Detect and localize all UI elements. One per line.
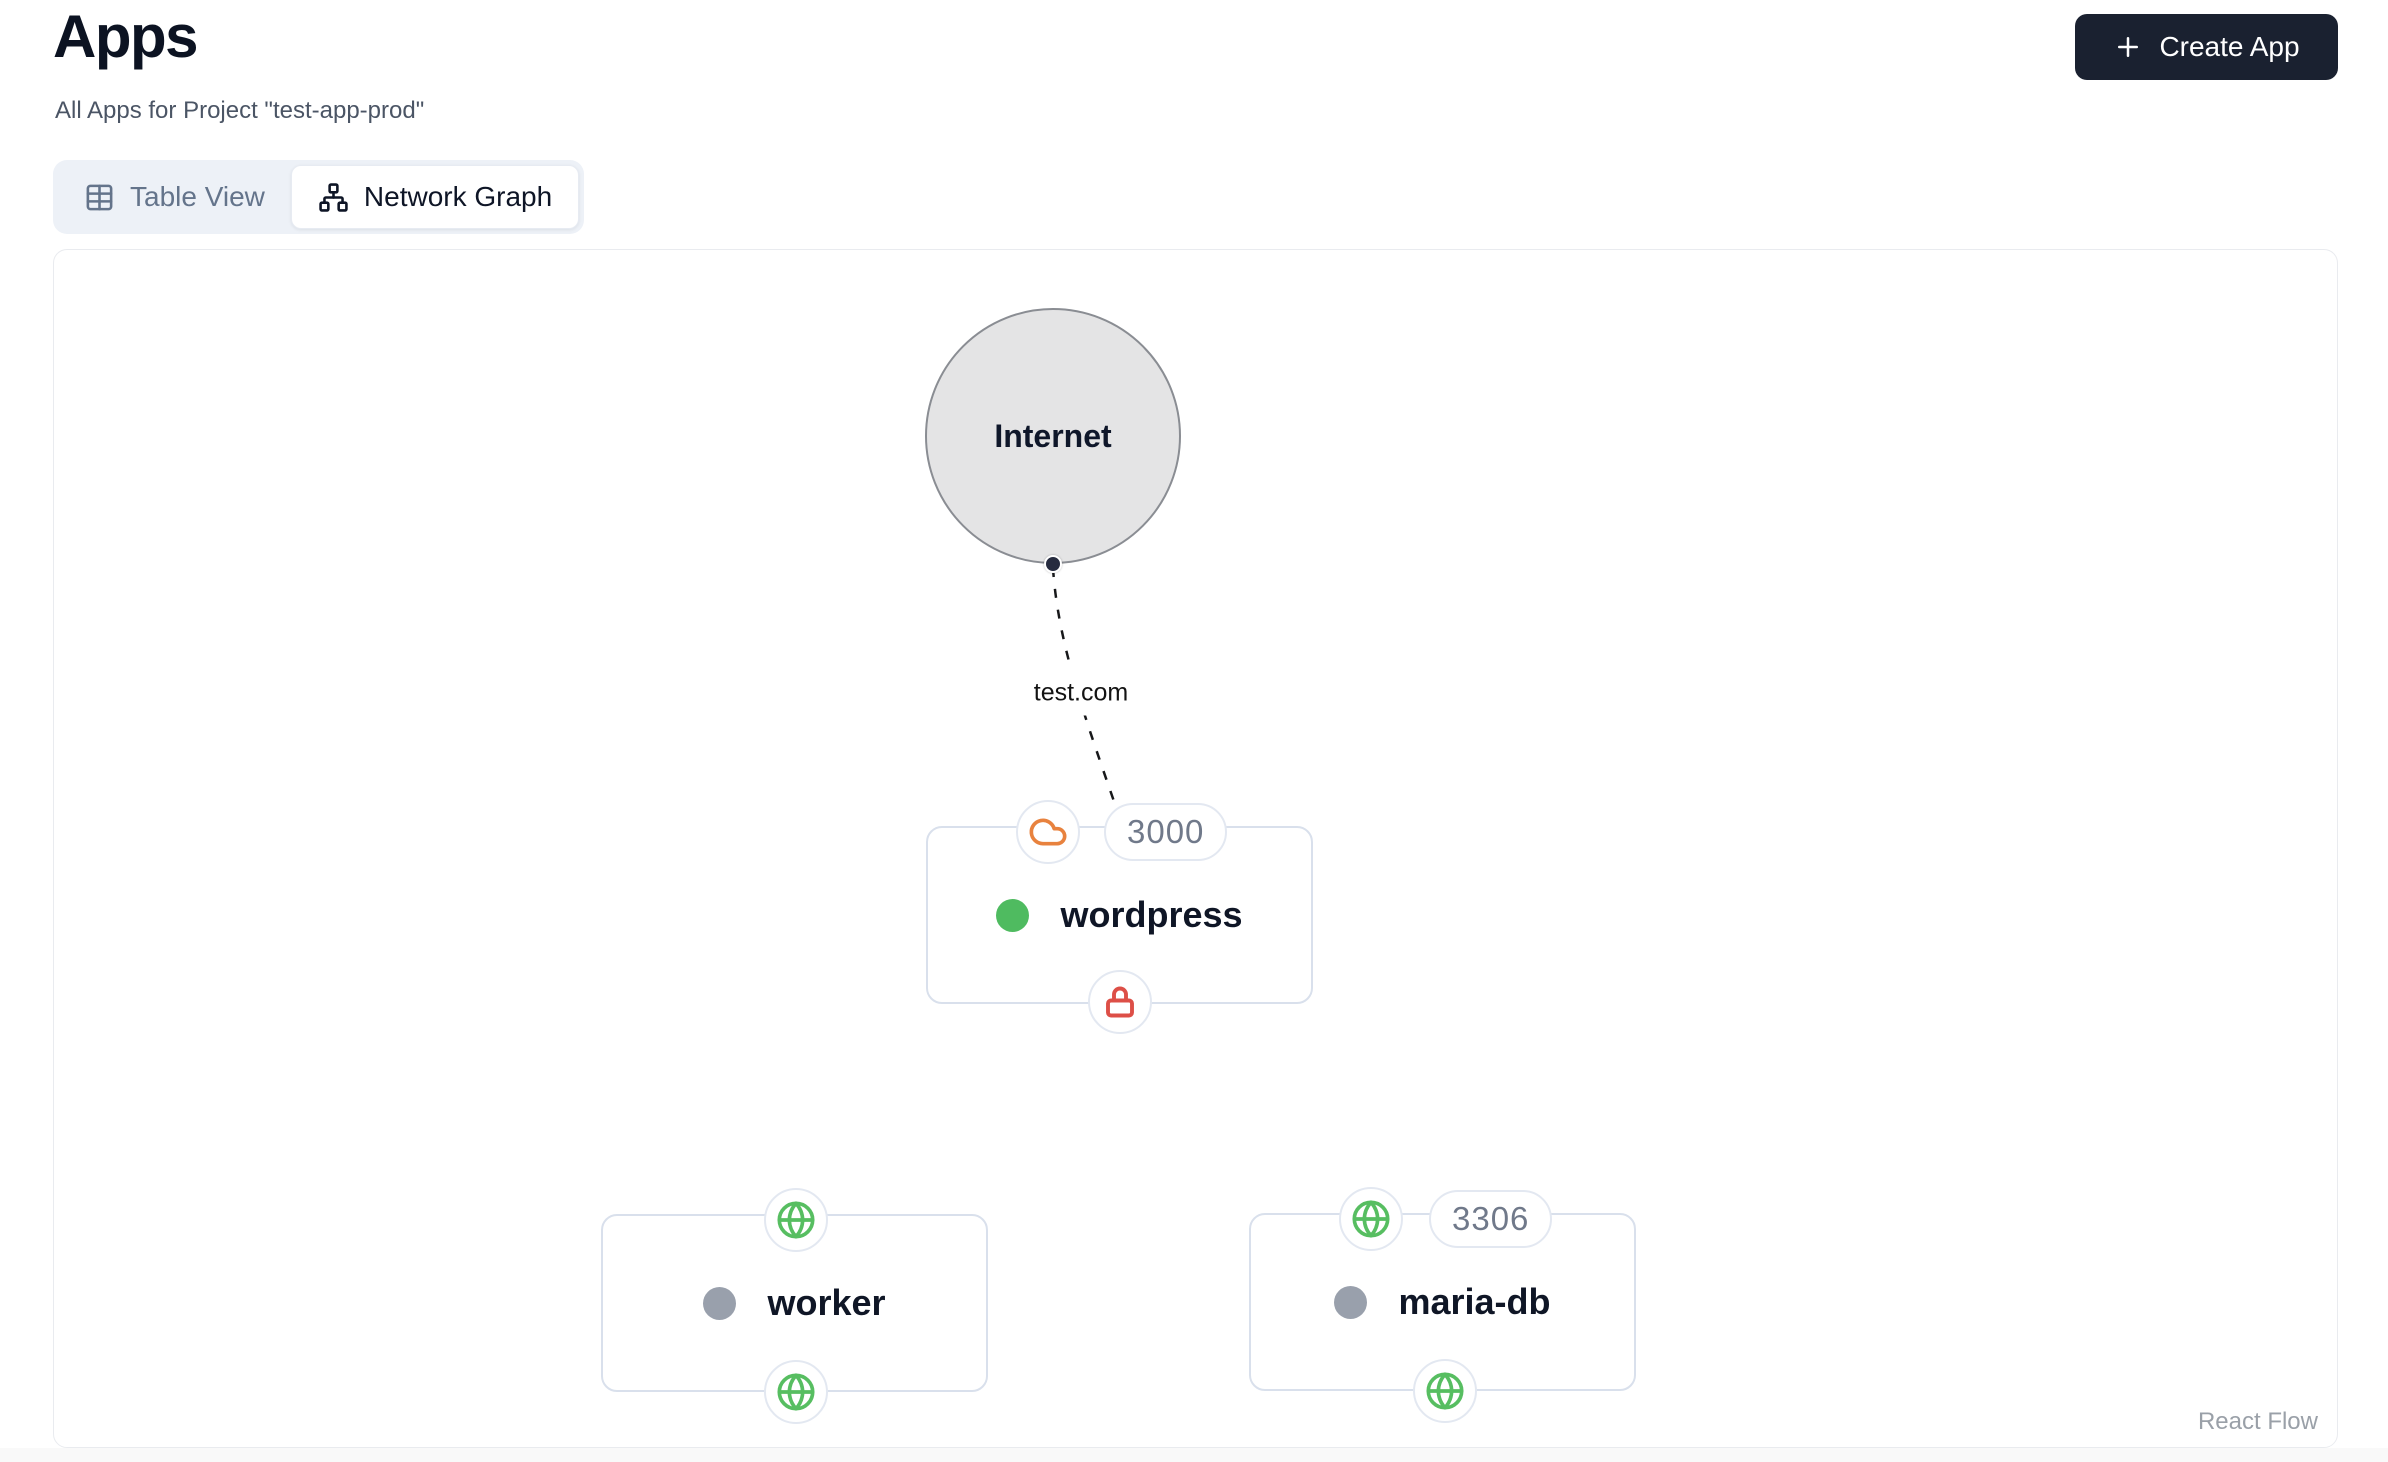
port-badge[interactable]: 3000: [1104, 803, 1228, 861]
internet-connection-handle[interactable]: [1044, 555, 1062, 573]
network-icon: [319, 182, 348, 212]
tab-network-graph-label: Network Graph: [363, 181, 553, 212]
edge-domain-label: test.com: [1021, 670, 1141, 716]
page-subtitle: All Apps for Project "test-app-prod": [55, 97, 425, 124]
lock-badge[interactable]: [1088, 970, 1152, 1034]
app-node-worker[interactable]: worker: [601, 1188, 988, 1424]
port-label: 3000: [1127, 813, 1205, 850]
globe-icon: [1352, 1200, 1390, 1238]
app-node-wordpress[interactable]: 3000 wordpress: [926, 800, 1313, 1034]
network-endpoint-badge[interactable]: [1339, 1187, 1403, 1251]
tab-network-graph[interactable]: Network Graph: [290, 165, 580, 229]
app-name: wordpress: [1060, 894, 1243, 935]
page-footer-strip: [0, 1448, 2388, 1462]
globe-icon: [1426, 1372, 1464, 1410]
app-name: maria-db: [1398, 1281, 1551, 1322]
create-app-label: Create App: [2159, 31, 2300, 62]
react-flow-attribution[interactable]: React Flow: [2179, 1404, 2336, 1446]
network-endpoint-badge[interactable]: [764, 1360, 828, 1424]
internet-node-label: Internet: [994, 417, 1112, 454]
plus-icon: [2118, 37, 2139, 57]
globe-icon: [777, 1373, 815, 1411]
network-graph-canvas[interactable]: Internet test.com 3000 wordpress: [53, 249, 2338, 1448]
tab-table-view[interactable]: Table View: [58, 165, 291, 229]
globe-icon: [777, 1201, 815, 1239]
page-title: Apps: [53, 3, 199, 70]
view-toggle: Table View Network Graph: [53, 160, 585, 234]
app-name: worker: [767, 1282, 886, 1323]
cloud-icon: [1029, 818, 1067, 846]
network-endpoint-badge[interactable]: [1413, 1359, 1477, 1423]
status-dot: [703, 1286, 737, 1320]
status-dot: [1334, 1285, 1368, 1319]
create-app-button[interactable]: Create App: [2075, 14, 2338, 80]
app-node-maria-db[interactable]: 3306 maria-db: [1249, 1187, 1636, 1423]
internet-node[interactable]: Internet: [925, 308, 1181, 564]
status-dot: [996, 898, 1030, 932]
port-badge[interactable]: 3306: [1429, 1190, 1553, 1248]
table-icon: [86, 184, 113, 210]
lock-icon: [1106, 986, 1134, 1018]
network-endpoint-badge[interactable]: [764, 1188, 828, 1252]
tab-table-view-label: Table View: [130, 181, 265, 212]
cloud-proxy-badge[interactable]: [1016, 800, 1080, 864]
port-label: 3306: [1452, 1200, 1530, 1237]
